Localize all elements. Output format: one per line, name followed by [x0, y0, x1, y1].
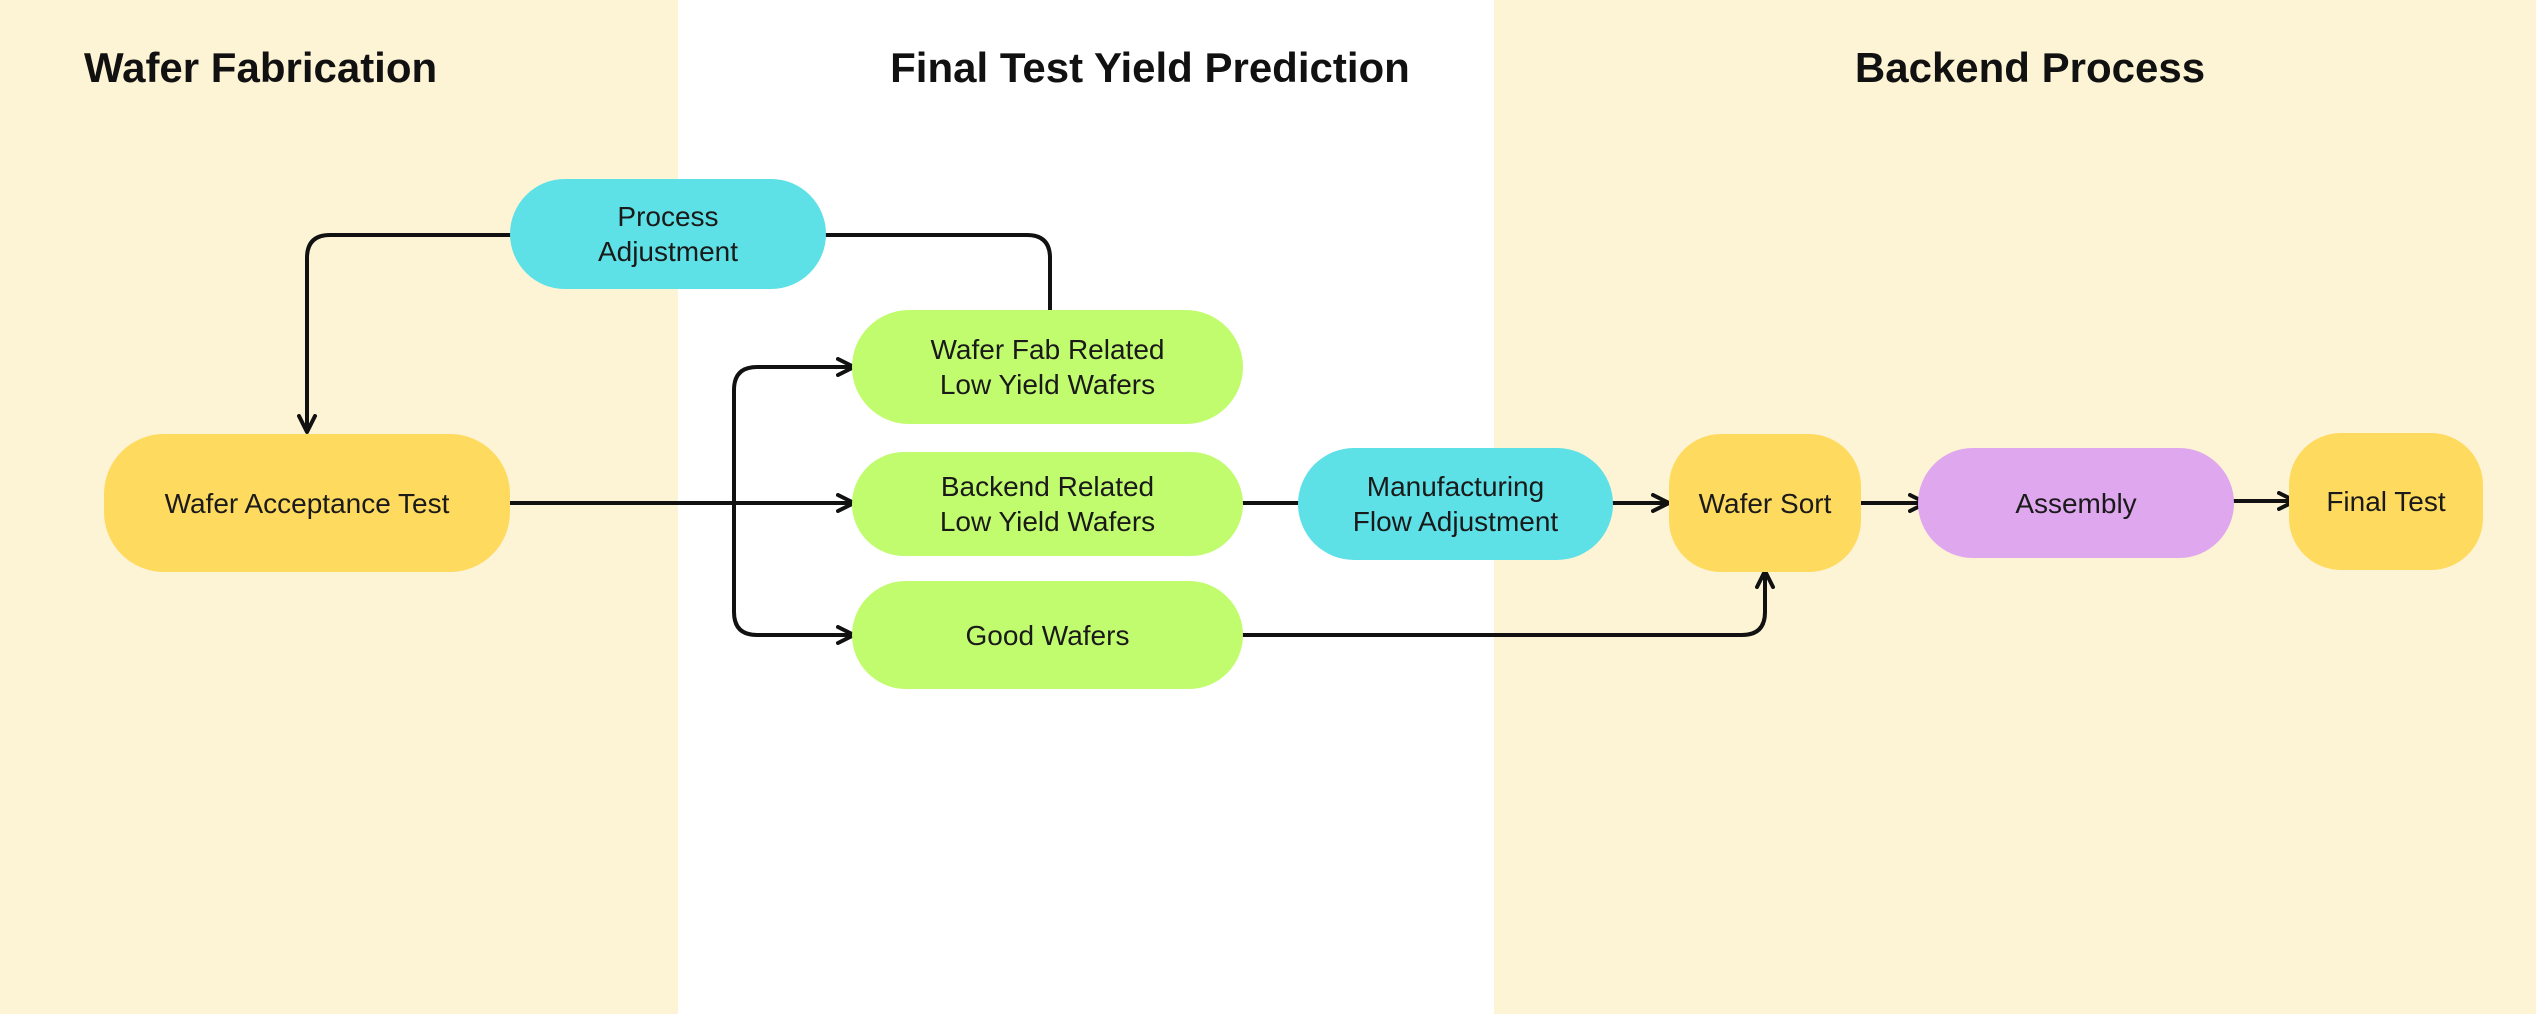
- mfa-line1: Manufacturing: [1366, 471, 1545, 502]
- wafer-fab-low-yield-line2: Low Yield Wafers: [939, 369, 1156, 400]
- lane-title-final-test-yield-prediction: Final Test Yield Prediction: [890, 44, 1410, 91]
- wafer-fab-low-yield-node[interactable]: Wafer Fab Related Low Yield Wafers: [852, 310, 1243, 424]
- good-wafers-node[interactable]: Good Wafers: [852, 581, 1243, 689]
- backend-low-yield-line2: Low Yield Wafers: [939, 506, 1156, 537]
- edge-branch-to-fab-low-yield: [732, 357, 856, 505]
- wafer-fab-low-yield-line1: Wafer Fab Related: [930, 334, 1165, 365]
- good-wafers-label: Good Wafers: [965, 619, 1130, 651]
- wafer-acceptance-test-label: Wafer Acceptance Test: [164, 487, 450, 519]
- wafer-sort-node[interactable]: Wafer Sort: [1669, 434, 1861, 572]
- edge-process-adjustment-to-wafer-acceptance-test: [297, 233, 512, 434]
- edge-fab-low-yield-to-process-adjustment: [824, 233, 1052, 312]
- edge-good-wafers-to-wafer-sort: [1241, 569, 1775, 637]
- process-adjustment-line2: Adjustment: [597, 236, 739, 267]
- wafer-sort-label: Wafer Sort: [1698, 487, 1832, 519]
- wafer-acceptance-test-node[interactable]: Wafer Acceptance Test: [104, 434, 510, 572]
- assembly-node[interactable]: Assembly: [1918, 448, 2234, 558]
- lane-title-backend-process: Backend Process: [1854, 44, 2206, 91]
- mfa-line2: Flow Adjustment: [1352, 506, 1559, 537]
- process-adjustment-line1: Process: [617, 201, 719, 232]
- backend-low-yield-node[interactable]: Backend Related Low Yield Wafers: [852, 452, 1243, 556]
- lane-title-wafer-fabrication: Wafer Fabrication: [84, 44, 438, 91]
- backend-low-yield-line1: Backend Related: [940, 471, 1155, 502]
- assembly-label: Assembly: [2015, 487, 2137, 519]
- process-adjustment-node[interactable]: Process Adjustment: [510, 179, 826, 289]
- edge-branch-to-good-wafers: [732, 501, 856, 645]
- final-test-label: Final Test: [2326, 486, 2446, 517]
- final-test-node[interactable]: Final Test: [2289, 433, 2483, 570]
- manufacturing-flow-adjustment-node[interactable]: Manufacturing Flow Adjustment: [1298, 448, 1613, 560]
